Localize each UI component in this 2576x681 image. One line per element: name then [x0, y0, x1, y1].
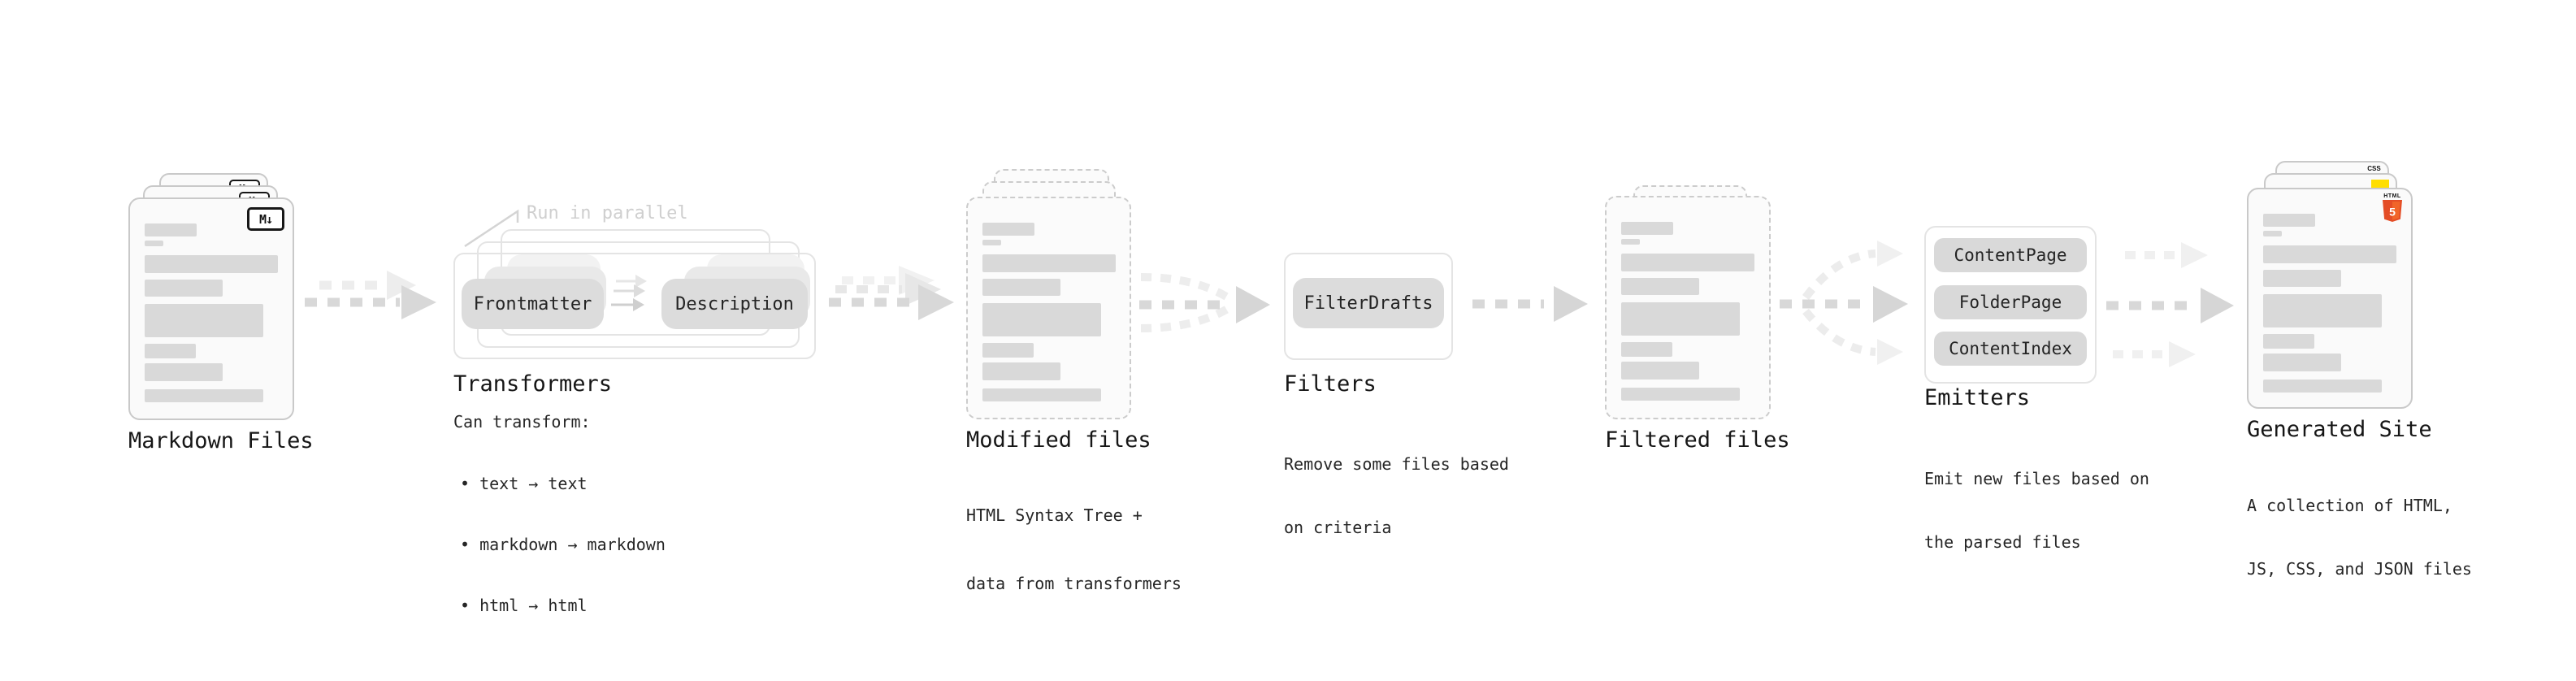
markdown-icon: M↓ — [247, 207, 284, 231]
bullet-markdown-to-markdown: • markdown → markdown — [460, 535, 666, 554]
filterdrafts-pill-label: FilterDrafts — [1303, 293, 1433, 314]
contentpage-pill-label: ContentPage — [1954, 245, 2067, 265]
folderpage-pill-label: FolderPage — [1958, 293, 2062, 312]
transformers-bullets: • text → text • markdown → markdown • ht… — [460, 433, 666, 657]
frontmatter-pill: Frontmatter — [462, 279, 604, 329]
bullet-html-to-html: • html → html — [460, 596, 588, 615]
description-pill-label: Description — [675, 293, 794, 314]
modified-doc-front — [966, 197, 1131, 419]
contentpage-pill: ContentPage — [1934, 238, 2087, 272]
folderpage-pill: FolderPage — [1934, 285, 2087, 319]
html5-icon: HTML 5 — [2382, 193, 2403, 222]
generated-site-label: Generated Site — [2247, 417, 2432, 442]
markdown-icon-label: M↓ — [258, 211, 273, 227]
js-icon — [2371, 180, 2389, 189]
html5-icon-number: 5 — [2389, 206, 2396, 219]
generated-site-desc: A collection of HTML, JS, CSS, and JSON … — [2247, 453, 2472, 622]
description-pill: Description — [661, 279, 808, 329]
generated-doc-front: HTML 5 — [2247, 188, 2413, 409]
arrow-emitters-to-generated — [2106, 242, 2234, 367]
frontmatter-pill-label: Frontmatter — [473, 293, 592, 314]
modified-desc-line: HTML Syntax Tree + — [966, 505, 1143, 525]
arrow-modified-to-filters — [1139, 273, 1270, 332]
arrow-transformers-to-modified — [829, 266, 954, 320]
filters-desc-line: Remove some files based — [1284, 454, 1509, 474]
generated-desc-line: A collection of HTML, — [2247, 496, 2452, 515]
run-in-parallel-callout: Run in parallel — [527, 203, 688, 223]
filters-label: Filters — [1284, 371, 1377, 397]
filtered-doc-front — [1605, 196, 1771, 419]
emitters-label: Emitters — [1924, 385, 2031, 410]
arrow-markdown-to-transformers — [305, 271, 436, 319]
emitters-desc-line: the parsed files — [1924, 532, 2081, 552]
arrow-filters-to-filtered — [1472, 286, 1588, 322]
filters-desc: Remove some files based on criteria — [1284, 411, 1509, 580]
html5-shield-icon: 5 — [2383, 200, 2402, 222]
bullet-text-to-text: • text → text — [460, 474, 588, 493]
emitters-desc-line: Emit new files based on — [1924, 469, 2149, 488]
modified-desc-line: data from transformers — [966, 574, 1182, 593]
transformers-desc-heading: Can transform: — [453, 412, 591, 432]
filtered-files-label: Filtered files — [1605, 427, 1790, 453]
transformer-frame-front — [453, 253, 816, 359]
emitters-desc: Emit new files based on the parsed files — [1924, 426, 2149, 595]
modified-files-desc: HTML Syntax Tree + data from transformer… — [966, 458, 1182, 640]
markdown-files-label: Markdown Files — [128, 428, 314, 453]
filters-desc-line: on criteria — [1284, 518, 1392, 537]
html5-icon-word: HTML — [2383, 193, 2401, 199]
contentindex-pill-label: ContentIndex — [1949, 339, 2072, 358]
contentindex-pill: ContentIndex — [1934, 332, 2087, 366]
markdown-doc-front: M↓ — [128, 197, 294, 420]
arrow-filtered-to-emitters — [1780, 241, 1908, 365]
transformers-label: Transformers — [453, 371, 613, 397]
filterdrafts-pill: FilterDrafts — [1293, 278, 1444, 328]
css-icon-label: CSS — [2367, 165, 2381, 172]
generated-desc-line: JS, CSS, and JSON files — [2247, 559, 2472, 579]
modified-files-label: Modified files — [966, 427, 1151, 453]
